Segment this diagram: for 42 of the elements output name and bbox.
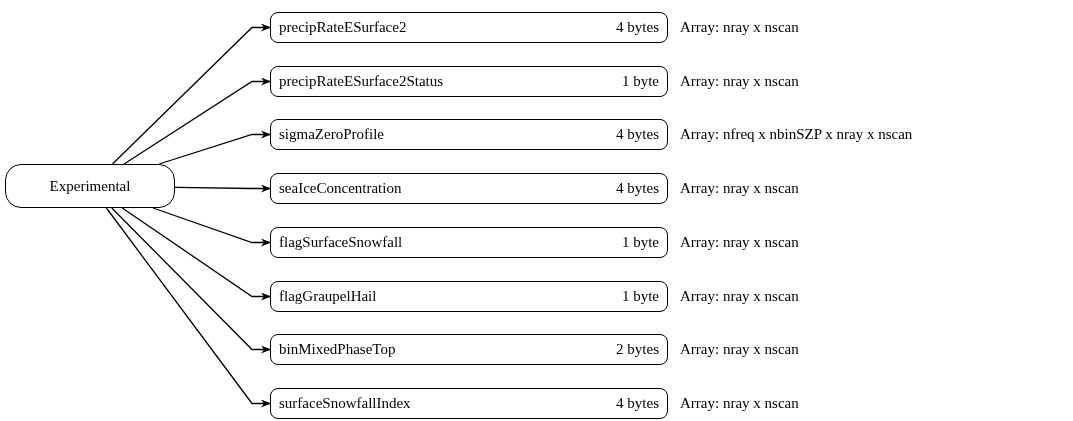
field-box bbox=[270, 281, 668, 312]
field-box bbox=[270, 66, 668, 97]
field-size: 1 byte bbox=[621, 72, 659, 92]
field-box bbox=[270, 173, 668, 204]
field-name: precipRateESurface2Status bbox=[279, 72, 444, 92]
field-box bbox=[270, 12, 668, 43]
field-name: Experimental bbox=[49, 176, 131, 196]
array-dimensions: Array: nfreq x nbinSZP x nray x nscan bbox=[680, 125, 913, 145]
field-size: 4 bytes bbox=[616, 179, 659, 199]
field-box bbox=[270, 388, 668, 419]
category-box bbox=[5, 164, 175, 208]
arrow bbox=[121, 207, 271, 301]
array-dimensions: Array: nray x nscan bbox=[680, 179, 799, 199]
arrow bbox=[174, 184, 271, 193]
field-name: precipRateESurface2 bbox=[279, 18, 407, 38]
array-dimensions: Array: nray x nscan bbox=[680, 340, 799, 360]
array-dimensions: Array: nray x nscan bbox=[680, 18, 799, 38]
field-size: 4 bytes bbox=[616, 18, 659, 38]
arrow bbox=[111, 23, 271, 165]
field-box bbox=[270, 227, 668, 258]
field-name: binMixedPhaseTop bbox=[279, 340, 396, 360]
field-name: flagGraupelHail bbox=[279, 287, 377, 307]
arrow bbox=[152, 207, 271, 247]
arrow bbox=[105, 207, 271, 408]
array-dimensions: Array: nray x nscan bbox=[680, 394, 799, 414]
field-name: flagSurfaceSnowfall bbox=[279, 233, 403, 253]
arrow bbox=[123, 77, 271, 165]
field-size: 1 byte bbox=[621, 287, 659, 307]
field-size: 4 bytes bbox=[616, 125, 659, 145]
field-name: sigmaZeroProfile bbox=[279, 125, 384, 145]
arrow bbox=[158, 130, 271, 165]
field-size: 4 bytes bbox=[616, 394, 659, 414]
array-dimensions: Array: nray x nscan bbox=[680, 233, 799, 253]
arrow bbox=[111, 207, 271, 354]
field-box bbox=[270, 119, 668, 150]
field-size: 2 bytes bbox=[616, 340, 659, 360]
array-dimensions: Array: nray x nscan bbox=[680, 72, 799, 92]
array-dimensions: Array: nray x nscan bbox=[680, 287, 799, 307]
field-name: seaIceConcentration bbox=[279, 179, 402, 199]
field-box bbox=[270, 334, 668, 365]
field-size: 1 byte bbox=[621, 233, 659, 253]
field-name: surfaceSnowfallIndex bbox=[279, 394, 411, 414]
